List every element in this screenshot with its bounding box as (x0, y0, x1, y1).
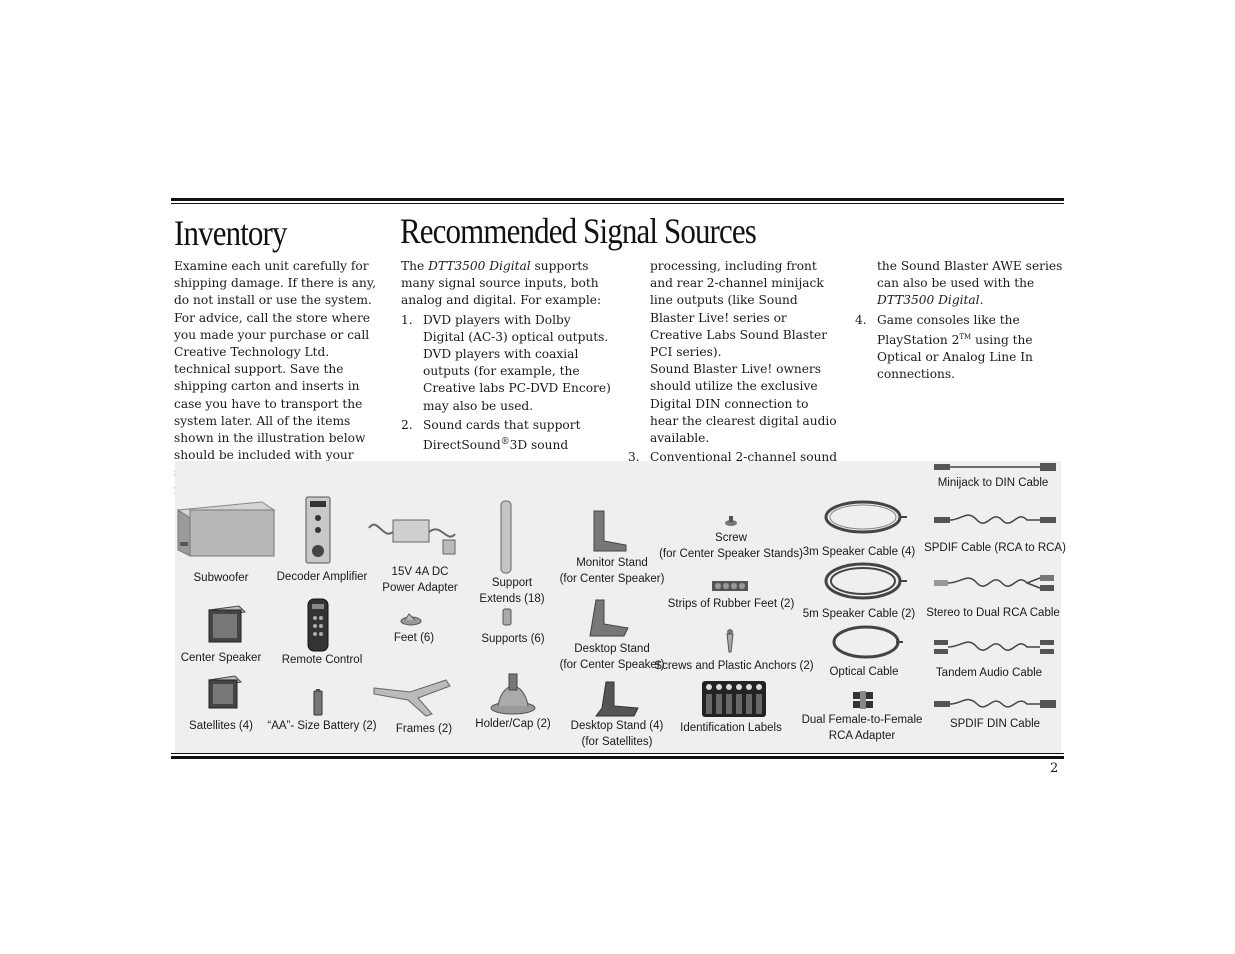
remote-control-label: Remote Control (281, 654, 363, 666)
minijack-din-label: Minijack to DIN Cable (937, 477, 1049, 489)
signal-intro: The DTT3500 Digital supports many signal… (401, 259, 602, 308)
decoder-amplifier-label: Decoder Amplifier (276, 571, 368, 583)
optical-cable-image (832, 625, 903, 659)
rubber-feet-image (712, 581, 748, 591)
signal-item-2: 2. Sound cards that support DirectSound®… (401, 417, 613, 454)
monitor-stand-image (593, 510, 627, 552)
rca-adapter-image (853, 691, 873, 709)
item-text: Game consoles like the PlayStation 2TM u… (877, 312, 1033, 382)
frames-image (373, 679, 451, 717)
spdif-rca-label: SPDIF Cable (RCA to RCA) (924, 542, 1066, 554)
tandem-audio-label: Tandem Audio Cable (935, 667, 1043, 679)
desktop-stand-center-image (589, 599, 629, 637)
spdif-din-label: SPDIF DIN Cable (949, 718, 1041, 730)
power-adapter-label-line1: 15V 4A DC (391, 566, 449, 578)
support-extends-image (500, 500, 512, 574)
support-extends-label-line1: Support (491, 577, 533, 589)
signal-column-3: the Sound Blaster AWE series can also be… (855, 258, 1067, 383)
screw-label-line1: Screw (715, 532, 747, 544)
5m-speaker-cable-image (824, 562, 907, 600)
subwoofer-image (176, 501, 276, 557)
spdif-rca-cable-image (934, 514, 1056, 524)
screw-label-line2: (for Center Speaker Stands) (659, 548, 803, 560)
identification-labels-label: Identification Labels (680, 722, 782, 734)
desktop-stand-satellites-label-line1: Desktop Stand (4) (570, 720, 664, 732)
holder-cap-image (490, 673, 536, 715)
item-number: 4. (855, 312, 867, 327)
rubber-feet-label: Strips of Rubber Feet (2) (667, 598, 795, 610)
feet-image (400, 613, 422, 626)
desktop-stand-satellites-label-line2: (for Satellites) (581, 736, 653, 748)
top-rule-thick (171, 198, 1064, 201)
item-text: Sound cards that support DirectSound®3D … (423, 417, 581, 453)
support-extends-label-line2: Extends (18) (479, 593, 545, 605)
remote-control-image (307, 598, 329, 652)
signal-col2-text-a: processing, including front and rear 2-c… (650, 259, 828, 360)
minijack-din-cable-image (934, 463, 1056, 471)
page-number: 2 (1050, 761, 1059, 776)
power-adapter-label: 15V 4A DC Power Adapter (382, 564, 457, 596)
supports-label: Supports (6) (481, 633, 545, 645)
3m-speaker-cable-label: 3m Speaker Cable (4) (802, 546, 916, 558)
spdif-din-cable-image (934, 698, 1056, 708)
desktop-stand-satellites-label: Desktop Stand (4) (for Satellites) (571, 718, 664, 750)
power-adapter-image (368, 519, 456, 555)
decoder-amplifier-image (305, 496, 331, 564)
screw-label: Screw (for Center Speaker Stands) (659, 530, 803, 562)
screw-image (725, 516, 737, 526)
screws-anchors-image (726, 629, 734, 653)
stereo-dual-rca-cable-image (934, 575, 1054, 591)
optical-cable-label: Optical Cable (829, 666, 899, 678)
desktop-stand-label-line2: (for Center Speaker) (559, 659, 665, 671)
signal-column-1: The DTT3500 Digital supports many signal… (401, 258, 613, 454)
monitor-stand-label-line1: Monitor Stand (576, 557, 648, 569)
battery-label: “AA”- Size Battery (2) (267, 720, 377, 732)
signal-sources-heading: Recommended Signal Sources (400, 211, 757, 251)
3m-speaker-cable-image (824, 500, 907, 534)
bottom-rule-thin (171, 753, 1064, 754)
supports-image (502, 608, 512, 626)
signal-item-4: 4. Game consoles like the PlayStation 2T… (855, 312, 1067, 384)
screws-anchors-label: Screws and Plastic Anchors (2) (654, 660, 814, 672)
signal-col2-text-b: Sound Blaster Live! owners should utiliz… (650, 362, 837, 446)
item-text: DVD players with Dolby Digital (AC-3) op… (423, 312, 611, 413)
feet-label: Feet (6) (393, 632, 435, 644)
item-number: 2. (401, 417, 413, 432)
subwoofer-label: Subwoofer (193, 572, 249, 584)
5m-speaker-cable-label: 5m Speaker Cable (2) (802, 608, 916, 620)
rca-adapter-label-line1: Dual Female-to-Female (801, 714, 923, 726)
desktop-stand-label: Desktop Stand (for Center Speaker) (560, 641, 665, 673)
satellites-label: Satellites (4) (189, 720, 253, 732)
holder-cap-label: Holder/Cap (2) (475, 718, 551, 730)
center-speaker-label: Center Speaker (180, 652, 262, 664)
support-extends-label: Support Extends (18) (479, 575, 544, 607)
satellite-image (207, 675, 243, 709)
signal-col3-text: the Sound Blaster AWE series can also be… (877, 259, 1063, 308)
rca-adapter-label-line2: RCA Adapter (828, 730, 896, 742)
bottom-rule-thick (171, 756, 1064, 759)
desktop-stand-satellites-image (595, 681, 639, 717)
desktop-stand-label-line1: Desktop Stand (574, 643, 650, 655)
item-number: 3. (628, 450, 640, 465)
stereo-dual-rca-label: Stereo to Dual RCA Cable (926, 607, 1060, 619)
inventory-heading: Inventory (174, 213, 287, 253)
signal-item-1: 1. DVD players with Dolby Digital (AC-3)… (401, 312, 613, 415)
item-number: 1. (401, 312, 413, 327)
battery-image (313, 689, 323, 716)
monitor-stand-label: Monitor Stand (for Center Speaker) (560, 555, 665, 587)
center-speaker-image (207, 605, 247, 643)
identification-labels-image (702, 681, 766, 717)
power-adapter-label-line2: Power Adapter (382, 582, 458, 594)
monitor-stand-label-line2: (for Center Speaker) (559, 573, 665, 585)
tandem-audio-cable-image (934, 640, 1054, 654)
rca-adapter-label: Dual Female-to-Female RCA Adapter (802, 712, 923, 744)
frames-label: Frames (2) (395, 723, 453, 735)
top-rule-thin (171, 203, 1064, 204)
